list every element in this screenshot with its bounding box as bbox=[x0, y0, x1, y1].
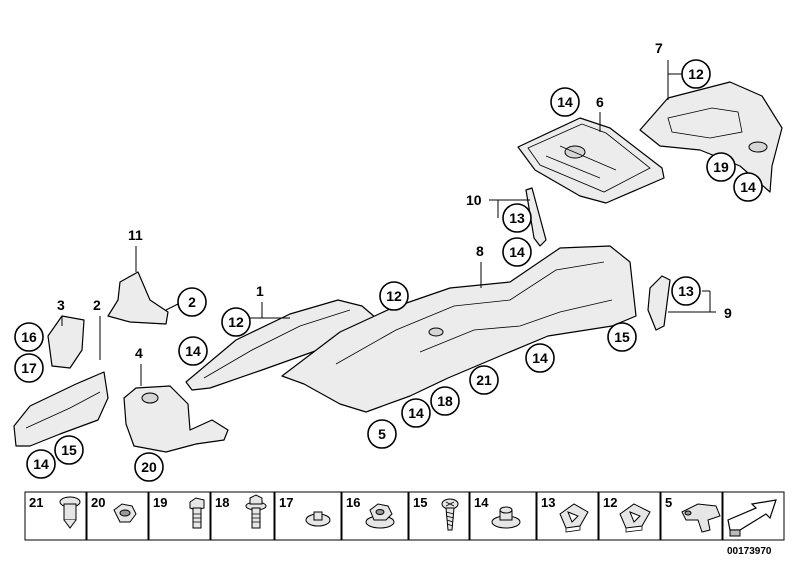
part-11-bracket bbox=[107, 271, 169, 325]
collar-nut-icon bbox=[365, 503, 395, 529]
callout-12: 12 bbox=[228, 314, 244, 330]
document-id: 00173970 bbox=[727, 546, 772, 557]
callout-14: 14 bbox=[408, 405, 424, 421]
legend-number-21: 21 bbox=[29, 495, 43, 510]
callout-14: 14 bbox=[532, 350, 548, 366]
callout-12: 12 bbox=[688, 66, 704, 82]
callout-7: 7 bbox=[655, 40, 663, 56]
legend-number-12: 12 bbox=[603, 495, 617, 510]
screw-icon bbox=[441, 498, 459, 531]
callout-15: 15 bbox=[61, 442, 77, 458]
part-4-shield bbox=[123, 385, 229, 453]
fastener-legend: 21 20 19 18 17 16 15 14 13 12 5 bbox=[24, 491, 785, 541]
callout-2: 2 bbox=[188, 294, 196, 310]
legend-number-5: 5 bbox=[665, 495, 672, 510]
legend-number-18: 18 bbox=[215, 495, 229, 510]
legend-number-20: 20 bbox=[91, 495, 105, 510]
callout-17: 17 bbox=[21, 360, 37, 376]
part-10-bracket bbox=[525, 187, 547, 247]
push-rivet-icon bbox=[59, 496, 81, 529]
callout-21: 21 bbox=[476, 372, 492, 388]
callout-14: 14 bbox=[509, 244, 525, 260]
dome-nut-icon bbox=[491, 506, 521, 529]
legend-number-17: 17 bbox=[279, 495, 293, 510]
part-7-heat-shield bbox=[639, 81, 783, 193]
callout-20: 20 bbox=[141, 459, 157, 475]
callout-8: 8 bbox=[476, 243, 484, 259]
callout-14: 14 bbox=[33, 456, 49, 472]
speed-clip-icon bbox=[559, 503, 589, 533]
callout-18: 18 bbox=[437, 393, 453, 409]
callout-19: 19 bbox=[713, 159, 729, 175]
callouts: 7 12 14 6 19 14 10 13 14 11 8 1 bbox=[14, 40, 763, 482]
part-8-tunnel-shield bbox=[281, 245, 637, 413]
part-2-shield bbox=[13, 371, 109, 447]
legend-number-19: 19 bbox=[153, 495, 167, 510]
legend-number-13: 13 bbox=[541, 495, 555, 510]
callout-11: 11 bbox=[128, 227, 143, 243]
hex-bolt-icon bbox=[189, 497, 205, 529]
callout-9: 9 bbox=[724, 305, 732, 321]
part-3-shield bbox=[47, 315, 85, 369]
callout-1: 1 bbox=[256, 283, 264, 299]
callout-6: 6 bbox=[596, 94, 604, 110]
callout-13: 13 bbox=[678, 283, 694, 299]
callout-14: 14 bbox=[185, 343, 201, 359]
legend-number-16: 16 bbox=[346, 495, 360, 510]
callout-3: 3 bbox=[57, 297, 65, 313]
part-9-bracket bbox=[647, 275, 671, 331]
callout-5: 5 bbox=[378, 426, 386, 442]
callout-10: 10 bbox=[466, 192, 482, 208]
callout-4: 4 bbox=[135, 345, 143, 361]
legend-number-14: 14 bbox=[474, 495, 489, 510]
bracket-icon bbox=[681, 503, 721, 533]
callout-2: 2 bbox=[93, 297, 101, 313]
speed-nut-icon bbox=[619, 503, 651, 533]
callout-14: 14 bbox=[740, 179, 756, 195]
callout-16: 16 bbox=[21, 329, 37, 345]
legend-number-15: 15 bbox=[413, 495, 427, 510]
callout-14: 14 bbox=[557, 94, 573, 110]
callout-15: 15 bbox=[614, 329, 630, 345]
callout-12: 12 bbox=[386, 288, 402, 304]
part-6-heat-shield bbox=[517, 117, 665, 204]
collar-bolt-icon bbox=[245, 494, 267, 529]
hex-nut-icon bbox=[113, 503, 137, 523]
callout-13: 13 bbox=[509, 210, 525, 226]
direction-arrow-icon bbox=[727, 499, 777, 537]
washer-clip-icon bbox=[305, 511, 331, 527]
